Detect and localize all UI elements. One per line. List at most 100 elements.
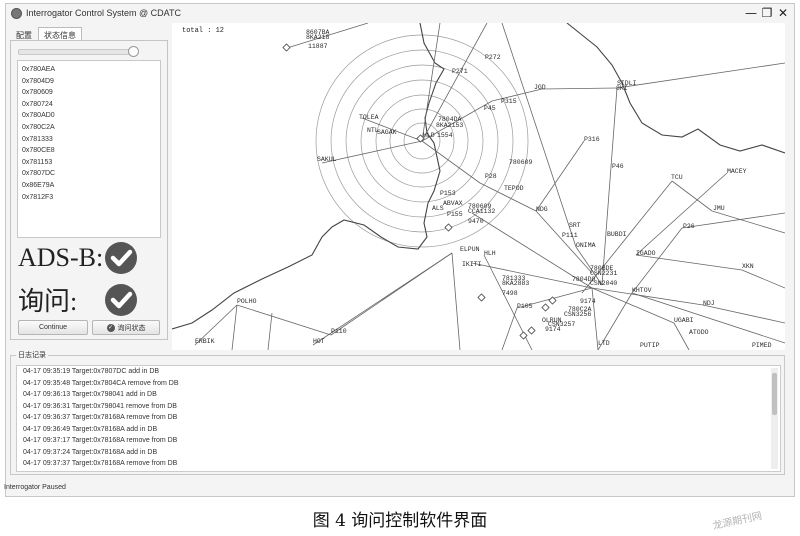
map-label: 781333 — [502, 275, 526, 282]
list-item[interactable]: 0x780AEA — [22, 66, 56, 73]
airway-lines — [194, 23, 785, 350]
map-label: TCU — [671, 174, 683, 181]
list-item[interactable]: 0x780C2A — [22, 123, 55, 131]
list-item[interactable]: 0x781153 — [22, 158, 53, 166]
target-total: total : 12 — [182, 27, 225, 35]
map-label: TOLEA — [359, 114, 379, 121]
map-label: P271 — [452, 68, 468, 75]
map-label: IGADO — [636, 250, 656, 257]
map-label: NTL — [367, 127, 379, 134]
interrogate-label: 询问: — [18, 287, 78, 316]
log-line: 04-17 09:35:48 Target:0x7804CA remove fr… — [23, 379, 179, 387]
map-canvas[interactable]: 8607BA8KA21811887P271P272JGDSIDLI8KIP45P… — [172, 23, 785, 350]
log-line: 04-17 09:35:19 Target:0x7807DC add in DB — [23, 368, 160, 375]
title-bar: Interrogator Control System @ CDATC — ❐ … — [6, 4, 794, 24]
list-item[interactable]: 0x781333 — [22, 135, 53, 143]
map-label: 780609 — [509, 159, 533, 166]
map-label: XKN — [742, 263, 754, 270]
map-label: PUTIP — [640, 342, 660, 349]
window-title: Interrogator Control System @ CDATC — [26, 8, 182, 18]
map-label: CSN3256 — [564, 311, 591, 318]
map-label: 780C2A — [568, 306, 592, 313]
map-label: 9470 — [468, 218, 484, 225]
app-icon — [11, 8, 22, 19]
interrogate-status-button[interactable]: ✓ 询问状态 — [92, 320, 160, 335]
log-line: 04-17 09:36:37 Target:0x78168A remove fr… — [23, 414, 178, 421]
map-label: 8KI — [616, 85, 628, 92]
map-label: TEPOD — [504, 185, 524, 192]
tab-config[interactable]: 配置 — [16, 31, 32, 40]
map-label: LTD — [598, 340, 610, 347]
map-label: P105 — [517, 303, 533, 310]
map-label: ELPUN — [460, 246, 480, 253]
left-tabs: 配置 状态信息 — [10, 27, 82, 44]
map-label: UGABI — [674, 317, 694, 324]
list-item[interactable]: 0x7807DC — [22, 170, 56, 178]
continue-button-label: Continue — [38, 324, 68, 331]
map-label: MACEY — [727, 168, 747, 175]
map-label: 780BDE — [590, 265, 614, 272]
check-circle-icon — [105, 283, 137, 316]
log-list: 04-17 09:35:19 Target:0x7807DC add in DB… — [16, 365, 781, 472]
list-item[interactable]: 0x780724 — [22, 100, 53, 108]
target-id-list: 0x780AEA 0x7804D9 0x780609 0x780724 0x78… — [17, 60, 161, 238]
map-label: 7498 — [502, 290, 518, 297]
map-label: P45 — [484, 105, 496, 112]
tab-status-info[interactable]: 状态信息 — [38, 27, 82, 44]
map-label: P153 — [440, 190, 456, 197]
scroll-thumb[interactable] — [772, 373, 777, 415]
log-title: 日志记录 — [16, 350, 48, 360]
map-label: P272 — [485, 54, 501, 61]
map-label: PIMED — [752, 342, 772, 349]
map-label: HLH — [484, 250, 496, 257]
check-circle-icon — [105, 242, 137, 274]
target-markers — [282, 43, 557, 340]
map-label: NDJ — [703, 300, 715, 307]
list-item[interactable]: 0x7804D9 — [22, 77, 54, 85]
log-scrollbar[interactable] — [771, 368, 778, 469]
map-label: CSN2040 — [590, 280, 617, 287]
map-label: 1554 — [437, 132, 453, 139]
log-line: 04-17 09:37:24 Target:0x78168A add in DB — [23, 448, 158, 456]
map-label: 8KA2883 — [502, 280, 529, 287]
map-label: SRT — [569, 222, 581, 229]
range-slider[interactable] — [18, 46, 139, 57]
list-item[interactable]: 0x7812F3 — [22, 193, 54, 201]
map-label: KHTOV — [632, 287, 652, 294]
map-label: ATODO — [689, 329, 709, 336]
list-item[interactable]: 0x780CE8 — [22, 147, 55, 155]
map-label: CCA1132 — [468, 208, 495, 215]
list-item[interactable]: 0x86E79A — [22, 181, 55, 189]
map-label: P315 — [501, 98, 517, 105]
map-label: POLHO — [237, 298, 257, 305]
map-label: 8607BA — [306, 29, 330, 36]
interrogate-status: 询问: — [18, 281, 138, 318]
map-label: 7804D0 — [572, 276, 596, 283]
minimize-icon[interactable]: — — [745, 6, 757, 20]
check-icon: ✓ — [106, 323, 115, 332]
map-label: OLRUN — [542, 317, 562, 324]
status-bar: Interrogator Paused — [4, 484, 66, 491]
log-line: 04-17 09:37:37 Target:0x78168A remove fr… — [23, 460, 178, 467]
adsb-status: ADS-B: — [18, 241, 138, 275]
continue-button[interactable]: Continue — [18, 320, 88, 335]
map-label: P155 — [447, 211, 463, 218]
adsb-label: ADS-B: — [18, 243, 104, 272]
map-label: 11887 — [308, 43, 328, 50]
map-label: HOT — [313, 338, 325, 345]
list-item[interactable]: 0x780609 — [22, 89, 53, 97]
map-label: ABVAX — [443, 200, 463, 207]
log-line: 04-17 09:36:13 Target:0x798041 add in DB — [23, 391, 157, 398]
maximize-icon[interactable]: ❐ — [761, 6, 773, 20]
range-rings — [315, 34, 529, 248]
close-icon[interactable]: ✕ — [777, 6, 789, 20]
map-labels: 8607BA8KA21811887P271P272JGDSIDLI8KIP45P… — [195, 29, 772, 349]
map-label: 8KA2153 — [436, 122, 463, 129]
list-item[interactable]: 0x780AD0 — [22, 112, 55, 120]
map-label: P111 — [562, 232, 578, 239]
map-label: JMU — [713, 205, 725, 212]
slider-handle[interactable] — [128, 46, 139, 57]
map-label: P28 — [485, 173, 497, 180]
map-label: CSN2231 — [590, 270, 617, 277]
